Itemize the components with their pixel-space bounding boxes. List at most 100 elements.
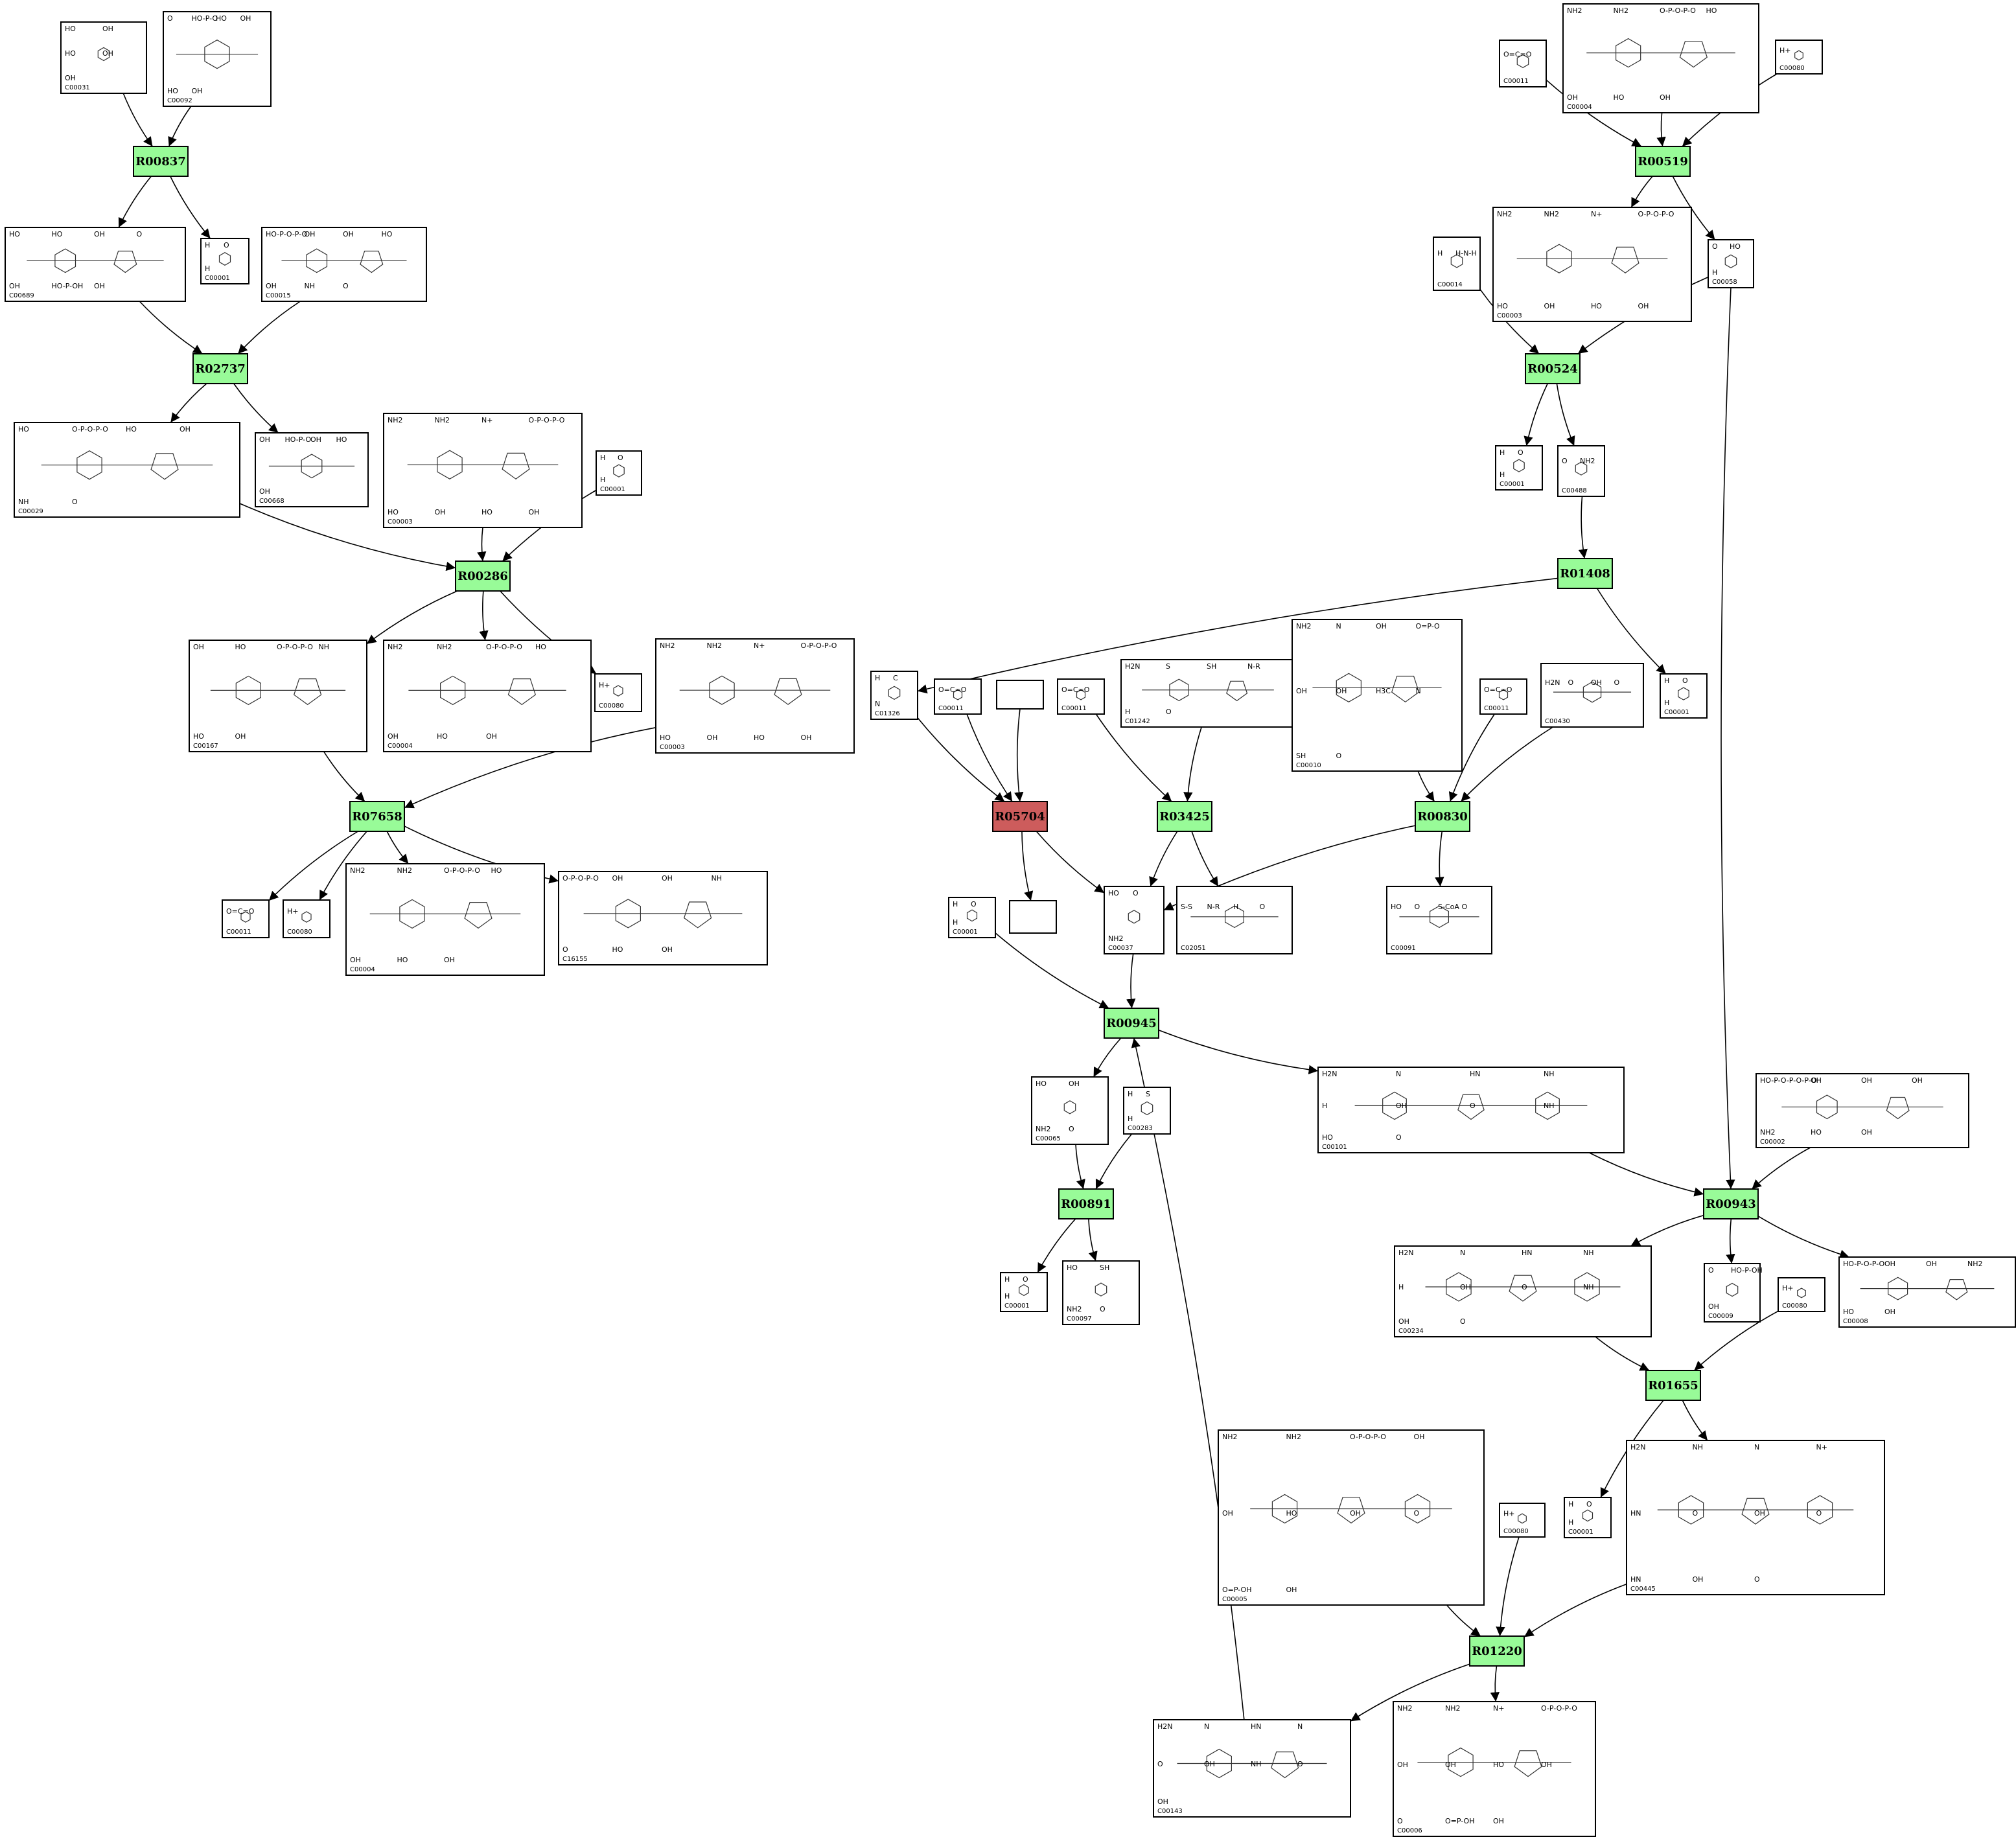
reaction-node[interactable]: R00943 (1703, 1188, 1759, 1219)
compound-box[interactable] (1755, 1073, 1969, 1148)
reaction-box[interactable] (1703, 1188, 1759, 1219)
compound-box[interactable] (1394, 1245, 1652, 1337)
compound-box[interactable] (261, 227, 427, 302)
compound-box[interactable] (1557, 445, 1605, 497)
compound-node[interactable]: H+C00080 (594, 673, 642, 712)
compound-box[interactable] (1479, 678, 1527, 715)
compound-node[interactable] (996, 680, 1044, 710)
reaction-node[interactable]: R00945 (1104, 1008, 1159, 1039)
compound-box[interactable] (1120, 659, 1295, 728)
compound-box[interactable] (60, 21, 147, 94)
compound-node[interactable]: H+C00080 (1775, 40, 1823, 75)
reaction-node[interactable]: R01655 (1645, 1370, 1701, 1401)
compound-box[interactable] (594, 673, 642, 712)
reaction-box[interactable] (1557, 558, 1613, 589)
compound-box[interactable] (1000, 1272, 1048, 1312)
reaction-node[interactable]: R00830 (1415, 801, 1470, 832)
compound-box[interactable] (1176, 886, 1293, 954)
reaction-node[interactable]: R03425 (1157, 801, 1212, 832)
compound-box[interactable] (345, 863, 545, 976)
reaction-node[interactable]: R05704 (992, 801, 1048, 832)
reaction-box[interactable] (133, 146, 189, 177)
reaction-box[interactable] (192, 353, 248, 384)
reaction-node[interactable]: R00519 (1635, 146, 1691, 177)
compound-box[interactable] (1499, 1503, 1546, 1538)
compound-node[interactable]: H+C00080 (1499, 1503, 1546, 1538)
compound-node[interactable]: H+C00080 (1778, 1277, 1825, 1312)
compound-box[interactable] (383, 413, 583, 528)
reaction-box[interactable] (1415, 801, 1470, 832)
compound-box[interactable] (189, 640, 367, 752)
compound-box[interactable] (870, 671, 918, 720)
compound-box[interactable] (1153, 1719, 1351, 1818)
compound-box[interactable] (1499, 40, 1547, 87)
compound-box[interactable] (283, 899, 330, 938)
reaction-node[interactable]: R00286 (455, 560, 511, 592)
compound-box[interactable] (383, 640, 592, 752)
reaction-box[interactable] (1469, 1635, 1525, 1667)
compound-box[interactable] (996, 680, 1044, 710)
compound-box[interactable] (5, 227, 186, 302)
reaction-box[interactable] (1645, 1370, 1701, 1401)
reaction-box[interactable] (1104, 1008, 1159, 1039)
compound-box[interactable] (163, 11, 272, 107)
compound-box[interactable] (200, 238, 249, 284)
compound-box[interactable] (255, 432, 369, 507)
reaction-box[interactable] (455, 560, 511, 592)
reaction-box[interactable] (1525, 353, 1581, 384)
compound-box[interactable] (14, 422, 240, 518)
reaction-box[interactable] (349, 801, 405, 832)
compound-box[interactable] (1564, 1497, 1612, 1538)
reaction-box[interactable] (1157, 801, 1212, 832)
compound-box[interactable] (1062, 1260, 1140, 1325)
compound-box[interactable] (1838, 1256, 2016, 1328)
reaction-node[interactable]: R00837 (133, 146, 189, 177)
compound-node[interactable] (1009, 900, 1057, 934)
compound-box[interactable] (948, 897, 996, 938)
compound-box[interactable] (1292, 619, 1463, 772)
compound-box[interactable] (1495, 445, 1543, 491)
compound-box[interactable] (655, 638, 855, 754)
compound-box[interactable] (1104, 886, 1164, 954)
reaction-node[interactable]: R00524 (1525, 353, 1581, 384)
reaction-box[interactable] (1635, 146, 1691, 177)
compound-box[interactable] (1778, 1277, 1825, 1312)
reaction-node[interactable]: R00891 (1058, 1188, 1114, 1219)
compound-box[interactable] (1386, 886, 1492, 954)
compound-box[interactable] (1562, 3, 1759, 113)
compound-box[interactable] (1057, 678, 1105, 715)
compound-box[interactable] (1708, 239, 1754, 288)
